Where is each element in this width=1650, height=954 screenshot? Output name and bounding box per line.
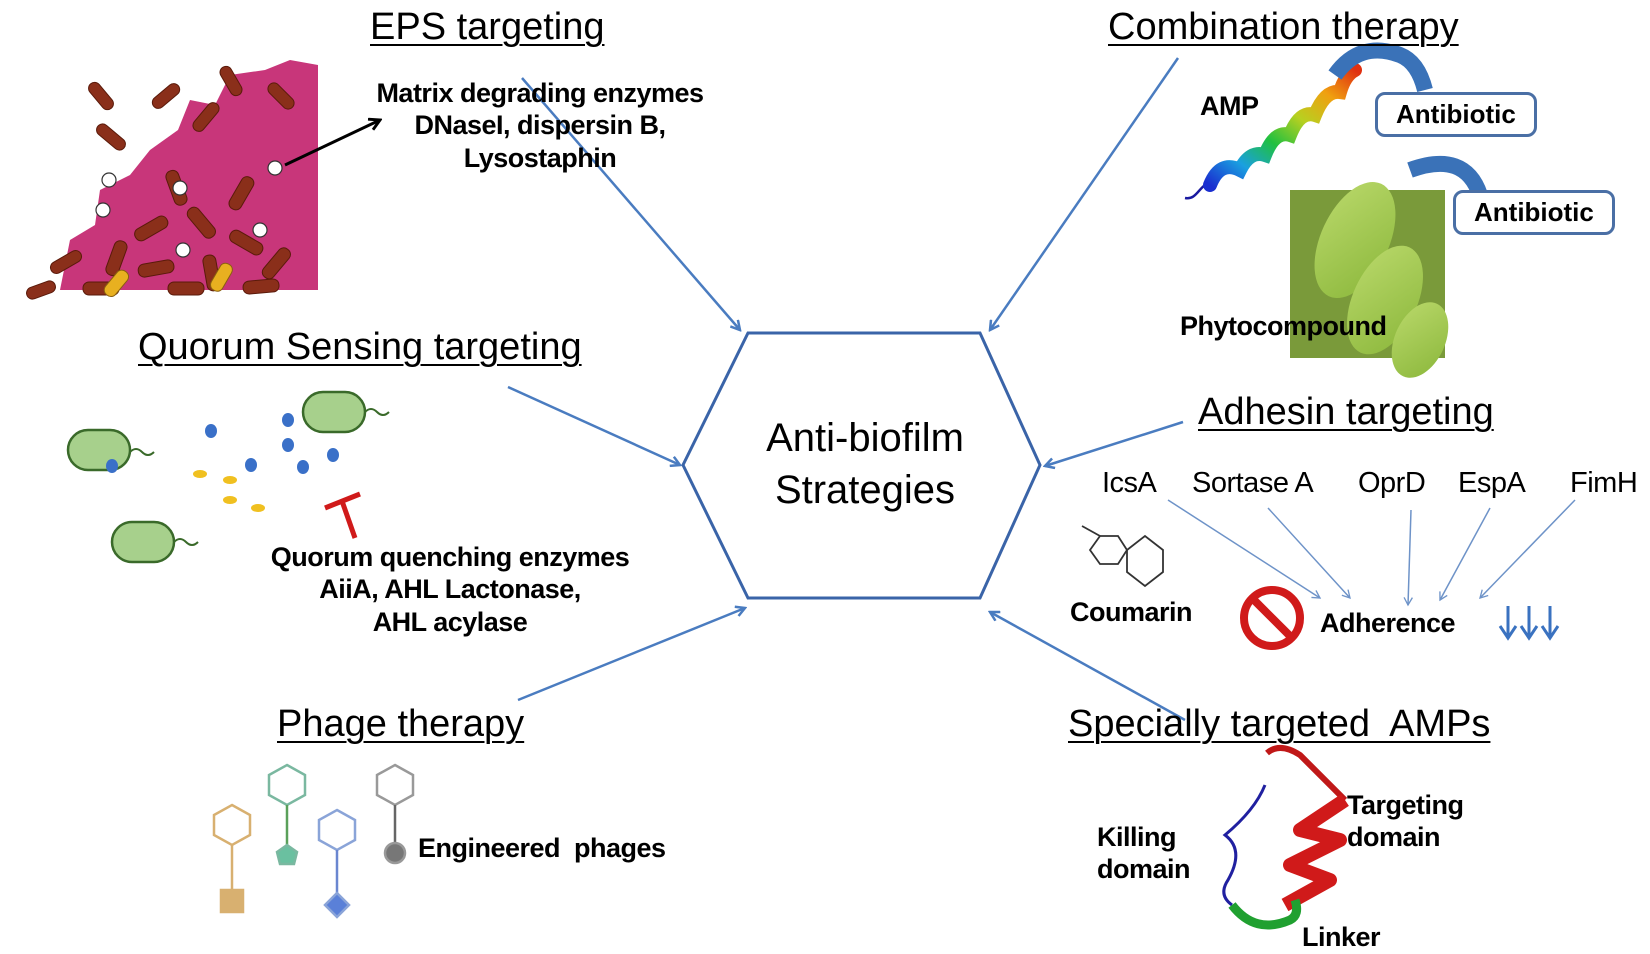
- eps-pointer-arrow: [284, 120, 380, 167]
- quorum-line-1: Quorum quenching enzymes: [270, 542, 630, 572]
- linker-label: Linker: [1302, 922, 1381, 952]
- eps-line-1: Matrix degrading enzymes: [376, 78, 704, 108]
- arrow-eps: [521, 77, 740, 330]
- killing-line-1: Killing: [1097, 822, 1177, 852]
- phages-illustration: [212, 763, 415, 919]
- center-hexagon: [681, 331, 1042, 600]
- adhesin-arrows: [1167, 499, 1576, 607]
- connector-arrows: [507, 57, 1186, 722]
- targeted-amp-structure: [1222, 745, 1349, 930]
- phage-heading: Phage therapy: [277, 703, 525, 745]
- targeting-line-1: Targeting: [1347, 790, 1464, 820]
- adherence-label: Adherence: [1320, 608, 1456, 638]
- arrow-quorum: [507, 385, 680, 465]
- combination-heading: Combination therapy: [1108, 6, 1459, 48]
- engineered-phages-label: Engineered phages: [418, 833, 666, 863]
- amps-heading: Specially targeted AMPs: [1068, 703, 1491, 745]
- killing-domain-label: Killing domain: [1097, 821, 1191, 886]
- arrow-phage: [517, 608, 745, 702]
- phytocompound-image: [1290, 155, 1488, 378]
- quorum-heading: Quorum Sensing targeting: [138, 326, 582, 368]
- quorum-cells-illustration: [66, 390, 390, 564]
- center-label-line2: Strategies: [774, 468, 956, 512]
- adhesin-target-espa: EspA: [1458, 467, 1526, 499]
- arrow-combination: [990, 57, 1180, 330]
- arrow-amps: [990, 612, 1186, 722]
- amp-label: AMP: [1200, 91, 1259, 121]
- eps-line-3: Lysostaphin: [463, 142, 617, 173]
- adhesin-target-fimh: FimH: [1570, 467, 1638, 499]
- no-symbol-icon: [1240, 586, 1304, 650]
- biofilm-illustration: [26, 60, 380, 300]
- killing-line-2: domain: [1097, 854, 1191, 885]
- quorum-description: Quorum quenching enzymes AiiA, AHL Lacto…: [235, 541, 665, 638]
- quorum-line-2: AiiA, AHL Lactonase,: [319, 574, 581, 605]
- adhesin-heading: Adhesin targeting: [1198, 391, 1494, 433]
- eps-line-2: DNaseI, dispersin B,: [414, 110, 666, 141]
- eps-heading: EPS targeting: [370, 6, 605, 48]
- adhesin-target-sortase: Sortase A: [1192, 467, 1314, 499]
- center-label-line1: Anti-biofilm: [766, 416, 964, 460]
- center-label: Anti-biofilm Strategies: [740, 412, 990, 516]
- decrease-arrows-icon: [1498, 606, 1560, 641]
- amp-helix-illustration: [1184, 42, 1433, 200]
- coumarin-label: Coumarin: [1070, 597, 1193, 627]
- adhesin-target-icsa: IcsA: [1102, 467, 1157, 499]
- antibiotic-box-2: Antibiotic: [1453, 190, 1615, 235]
- arrow-adhesin: [1045, 420, 1184, 466]
- antibiotic-box-1: Antibiotic: [1375, 92, 1537, 137]
- phytocompound-label: Phytocompound: [1180, 311, 1387, 341]
- targeting-line-2: domain: [1347, 822, 1441, 853]
- quorum-line-3: AHL acylase: [372, 606, 528, 637]
- inhibit-symbol: [324, 491, 361, 539]
- coumarin-structure: [1081, 525, 1164, 588]
- targeting-domain-label: Targeting domain: [1347, 789, 1464, 854]
- adhesin-target-oprd: OprD: [1358, 467, 1426, 499]
- eps-description: Matrix degrading enzymes DNaseI, dispers…: [345, 77, 735, 174]
